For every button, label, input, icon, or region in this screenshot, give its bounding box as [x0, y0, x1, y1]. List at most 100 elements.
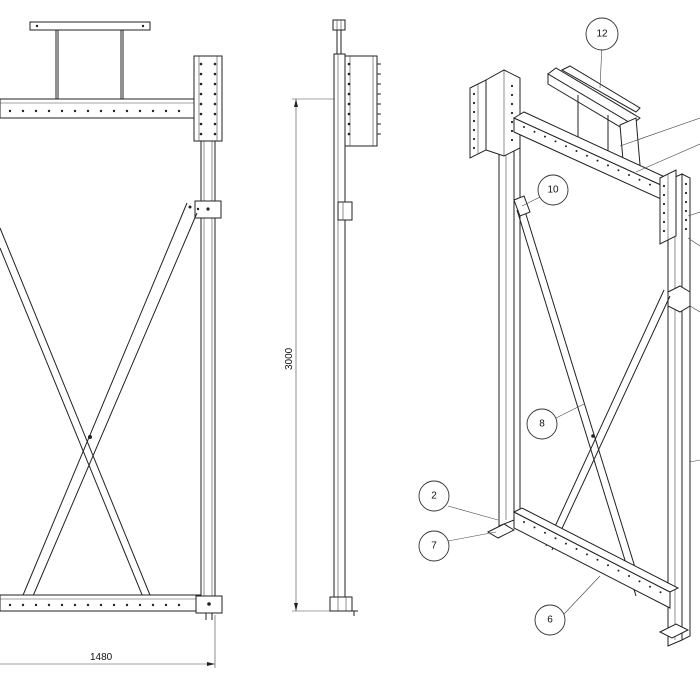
width-label: 1480 [90, 652, 113, 663]
bolt-hole [213, 62, 217, 66]
bolt-hole [199, 82, 203, 86]
bolt-hole [510, 102, 514, 106]
svg-text:12: 12 [596, 29, 608, 40]
bolt-hole [213, 122, 217, 126]
bolt-hole [347, 62, 351, 66]
bolt-hole [662, 202, 666, 206]
svg-text:2: 2 [431, 491, 437, 502]
svg-text:8: 8 [539, 419, 545, 430]
bolt-hole [472, 101, 476, 105]
bolt-hole [684, 182, 688, 186]
bolt-hole [73, 603, 77, 607]
svg-text:10: 10 [547, 185, 559, 196]
bolt-hole [554, 140, 557, 143]
bolt-hole [347, 82, 351, 86]
isometric-view: 12 10 8 2 7 6 [418, 17, 700, 647]
bolt-hole [533, 526, 536, 529]
bolt-hole [213, 82, 217, 86]
bolt-hole [684, 227, 688, 231]
bolt-hole [138, 603, 142, 607]
side-view: 3000 [284, 19, 381, 616]
bolt-hole [596, 159, 599, 162]
bolt-hole [34, 109, 38, 113]
bolt-hole [151, 603, 155, 607]
bolt-hole [8, 603, 12, 607]
bolt-hole [617, 169, 620, 172]
bolt-hole [662, 211, 666, 215]
bolt-hole [347, 92, 351, 96]
bolt-hole [628, 174, 630, 176]
bolt-hole [617, 569, 620, 572]
bolt-hole [523, 521, 525, 523]
bolt-hole [544, 531, 546, 534]
bolt-hole [575, 548, 578, 550]
bolt-hole [649, 585, 651, 588]
bolt-hole [575, 150, 578, 152]
bolt-hole [472, 137, 476, 141]
bolt-hole [607, 564, 609, 567]
callout-2: 2 [418, 480, 450, 512]
bolt-hole [586, 553, 588, 556]
bolt-hole [472, 110, 476, 114]
bolt-hole [151, 109, 155, 113]
bolt-hole [586, 154, 588, 157]
callout-6: 6 [534, 604, 566, 636]
bolt-hole [472, 92, 476, 96]
bolt-hole [47, 603, 51, 607]
bolt-hole [638, 178, 641, 181]
bolt-hole [199, 132, 203, 136]
bolt-hole [177, 109, 181, 113]
bolt-hole [199, 122, 203, 126]
bolt-hole [21, 603, 25, 607]
bolt-hole [662, 220, 666, 224]
callout-12: 12 [585, 17, 619, 51]
bolt-hole [510, 111, 514, 115]
bolt-hole [510, 93, 514, 97]
bolt-hole [213, 102, 217, 106]
bolt-hole [533, 130, 536, 133]
bolt-hole [164, 109, 168, 113]
callout-8: 8 [526, 408, 558, 440]
bolt-hole [164, 603, 168, 607]
bolt-hole [684, 218, 688, 222]
bolt-hole [347, 112, 351, 116]
bolt-hole [199, 102, 203, 106]
bolt-hole [213, 72, 217, 76]
bolt-hole [34, 603, 38, 607]
width-dimension: 1480 [0, 615, 216, 668]
bolt-hole [347, 102, 351, 106]
bolt-hole [125, 109, 129, 113]
left-upright [469, 69, 521, 527]
bolt-hole [607, 164, 609, 167]
bolt-hole [649, 183, 651, 186]
hanger-plate [29, 21, 151, 31]
bolt-hole [138, 109, 142, 113]
front-view: 1480 [0, 21, 223, 668]
bolt-hole [199, 62, 203, 66]
iso-bottom-beam [512, 507, 680, 609]
bolt-hole [47, 109, 51, 113]
bolt-hole [554, 537, 557, 540]
bolt-hole [510, 129, 514, 133]
top-beam [0, 98, 197, 119]
bolt-hole [596, 558, 599, 561]
bolt-hole [8, 109, 12, 113]
height-label: 3000 [284, 347, 295, 370]
bolt-hole [472, 119, 476, 123]
bolt-hole [662, 184, 666, 188]
bolt-hole [60, 603, 64, 607]
bolt-hole [112, 109, 116, 113]
bolt-hole [659, 591, 662, 594]
bolt-hole [125, 603, 129, 607]
bolt-hole [199, 112, 203, 116]
bolt-hole [213, 132, 217, 136]
bolt-hole [86, 109, 90, 113]
bolt-hole [99, 603, 103, 607]
bottom-beam [0, 594, 201, 612]
bolt-hole [60, 109, 64, 113]
bolt-hole [684, 191, 688, 195]
callout-10: 10 [537, 174, 569, 206]
bolt-hole [86, 603, 90, 607]
bolt-hole [638, 580, 641, 583]
